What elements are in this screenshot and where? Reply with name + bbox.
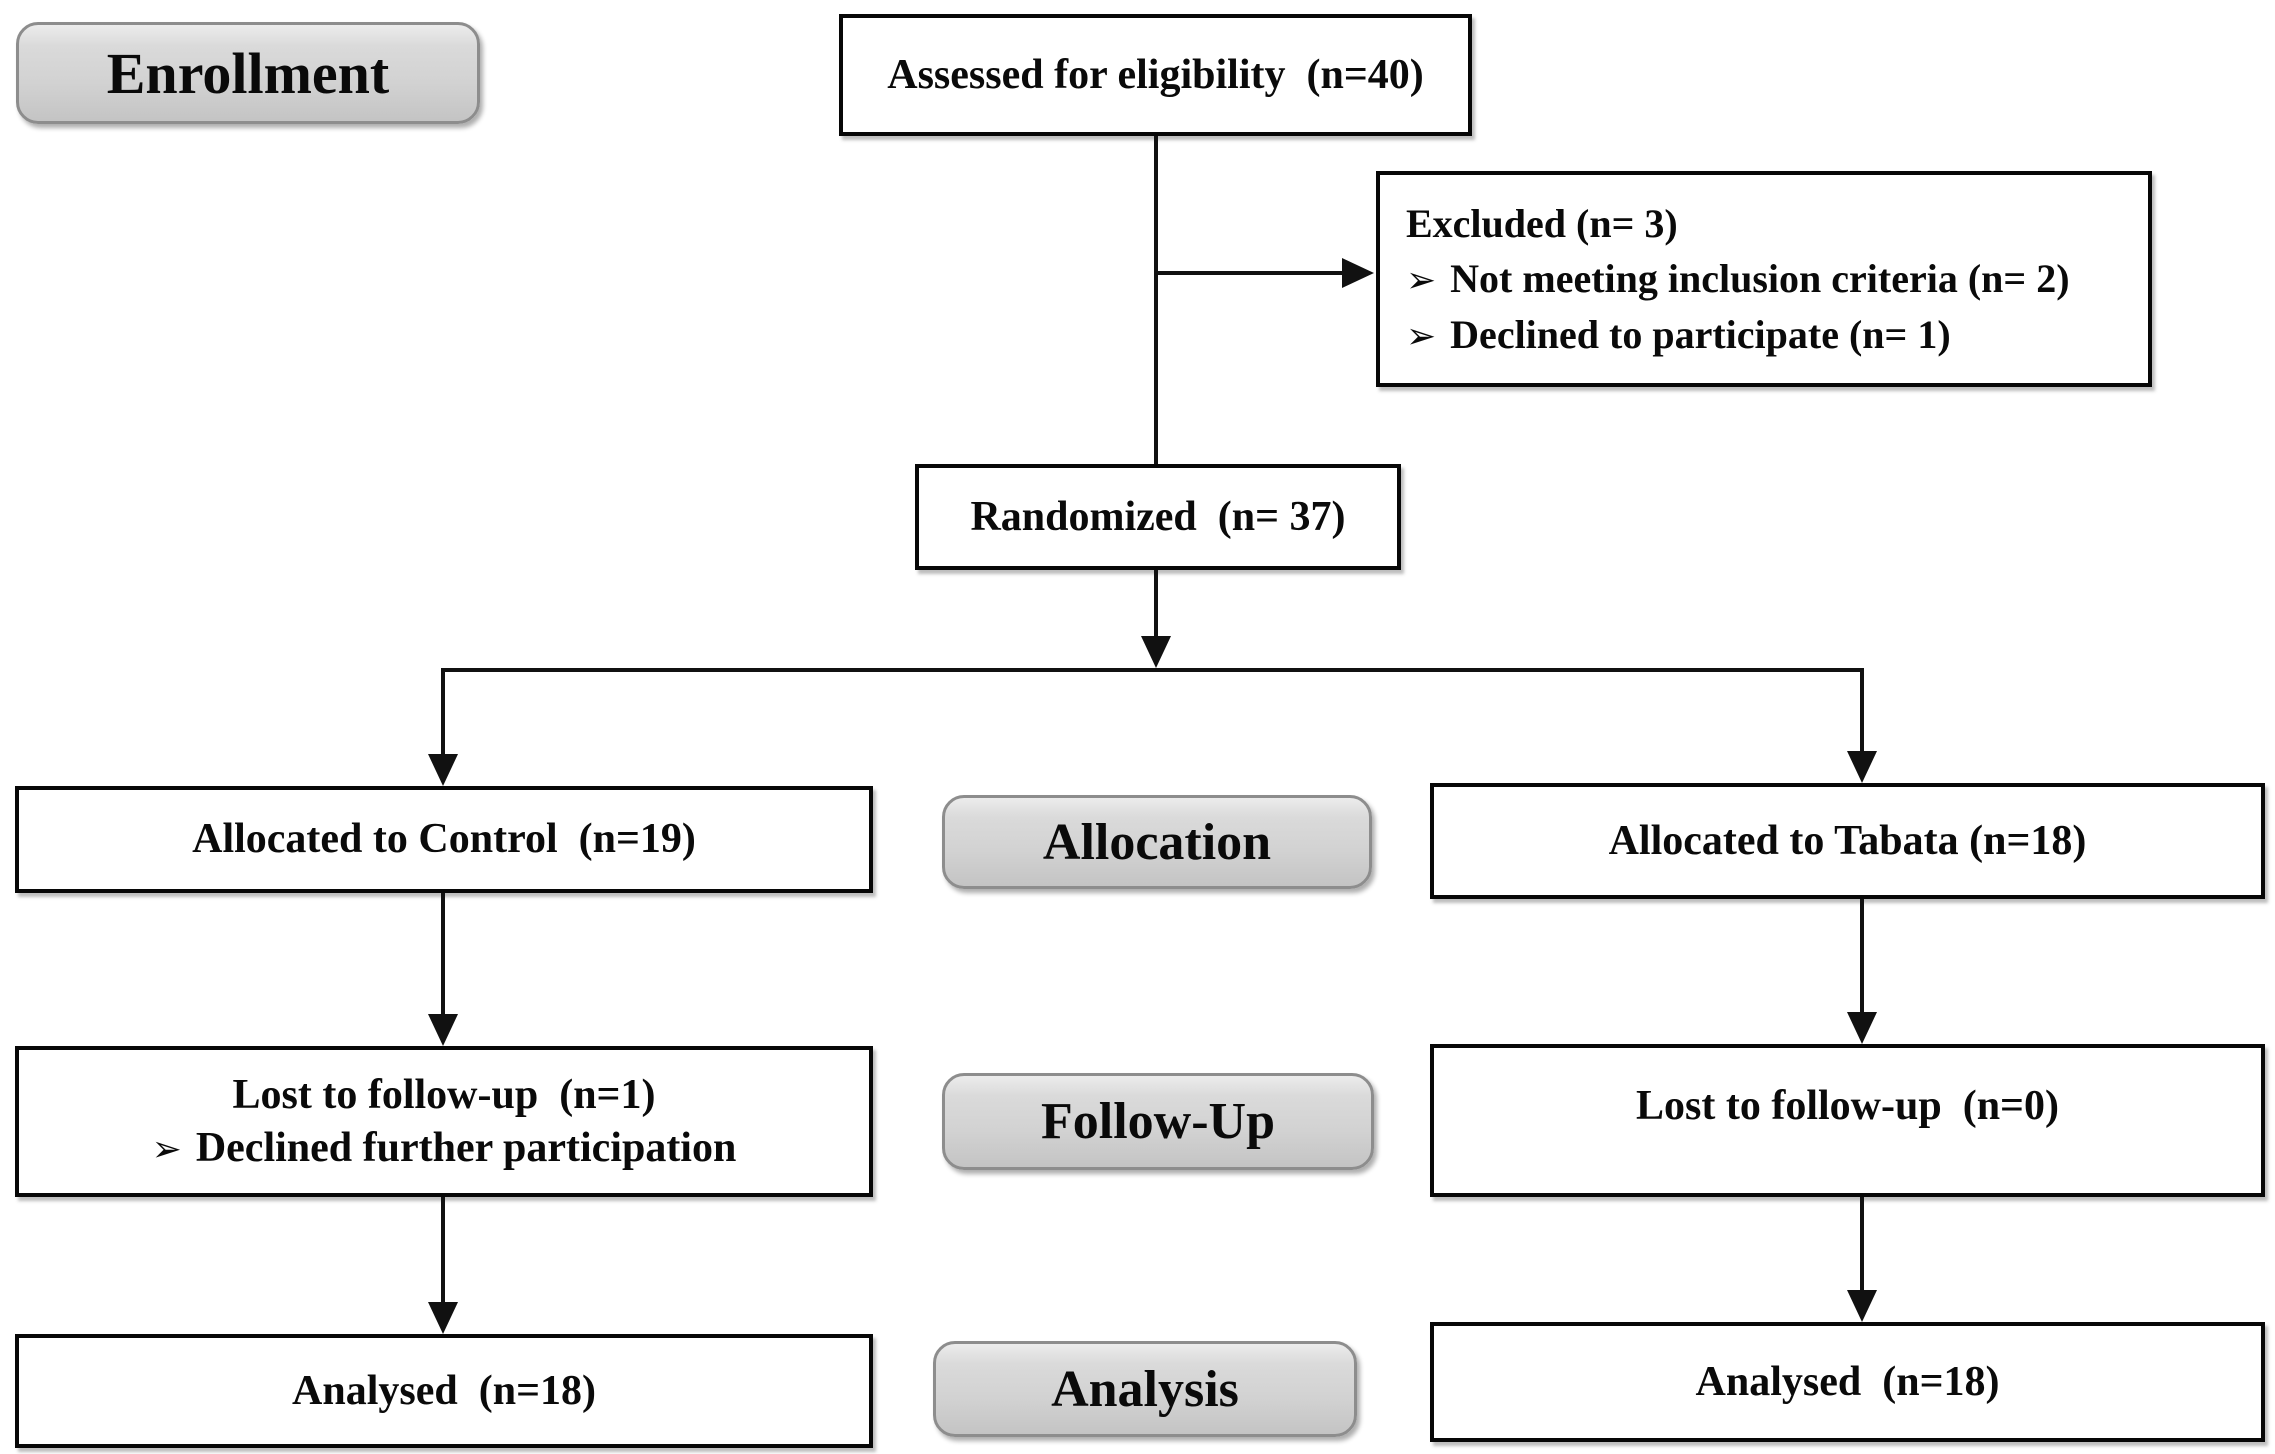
connector-control-followup bbox=[441, 893, 445, 1014]
connector-split-tabata bbox=[1860, 668, 1864, 751]
excluded-bullet-1-text: Not meeting inclusion criteria (n= 2) bbox=[1450, 256, 2070, 302]
lost-followup-control-box: Lost to follow-up (n=1) ➢ Declined furthe… bbox=[15, 1046, 873, 1197]
analysed-tabata-box: Analysed (n=18) bbox=[1430, 1322, 2265, 1442]
excluded-bullet-2-text: Declined to participate (n= 1) bbox=[1450, 311, 1951, 357]
connector-tabata-followup bbox=[1860, 899, 1864, 1012]
assessed-eligibility-box: Assessed for eligibility (n=40) bbox=[839, 14, 1472, 136]
randomized-box: Randomized (n= 37) bbox=[915, 464, 1401, 570]
arrowhead-excluded-icon bbox=[1342, 258, 1374, 288]
arrowhead-allocated-tabata-icon bbox=[1847, 751, 1877, 783]
connector-split-control bbox=[441, 668, 445, 754]
arrowhead-allocated-control-icon bbox=[428, 754, 458, 786]
allocated-tabata-box: Allocated to Tabata (n=18) bbox=[1430, 783, 2265, 899]
followup-stage-badge: Follow-Up bbox=[942, 1073, 1374, 1170]
assessed-eligibility-text: Assessed for eligibility (n=40) bbox=[887, 51, 1424, 98]
lost-followup-control-line1: Lost to follow-up (n=1) bbox=[232, 1072, 656, 1118]
allocated-tabata-text: Allocated to Tabata (n=18) bbox=[1608, 817, 2087, 864]
allocated-control-box: Allocated to Control (n=19) bbox=[15, 786, 873, 893]
excluded-title: Excluded (n= 3) bbox=[1406, 201, 1678, 247]
randomized-text: Randomized (n= 37) bbox=[970, 493, 1346, 540]
arrowhead-followup-tabata-icon bbox=[1847, 1012, 1877, 1044]
lost-followup-control-bullet-line: ➢ Declined further participation bbox=[152, 1122, 737, 1175]
excluded-bullet-line-1: ➢ Not meeting inclusion criteria (n= 2) bbox=[1406, 251, 2070, 306]
arrowhead-analysed-control-icon bbox=[428, 1302, 458, 1334]
excluded-box: Excluded (n= 3) ➢ Not meeting inclusion c… bbox=[1376, 171, 2152, 387]
connector-followup-analysis-control bbox=[441, 1197, 445, 1302]
enrollment-stage-label: Enrollment bbox=[106, 40, 390, 106]
split-bar bbox=[442, 668, 1864, 672]
bullet-arrow-icon: ➢ bbox=[1406, 260, 1437, 302]
analysis-stage-badge: Analysis bbox=[933, 1341, 1357, 1437]
connector-to-excluded bbox=[1156, 271, 1344, 275]
enrollment-stage-badge: Enrollment bbox=[16, 22, 480, 124]
bullet-arrow-icon: ➢ bbox=[151, 1128, 182, 1170]
lost-followup-tabata-text: Lost to follow-up (n=0) bbox=[1636, 1083, 2059, 1130]
bullet-arrow-icon: ➢ bbox=[1406, 315, 1437, 357]
connector-assessed-randomized bbox=[1154, 136, 1158, 464]
lost-followup-control-bullet-text: Declined further participation bbox=[195, 1124, 737, 1171]
analysed-control-text: Analysed (n=18) bbox=[292, 1367, 596, 1414]
followup-stage-label: Follow-Up bbox=[1041, 1093, 1275, 1150]
arrowhead-split-icon bbox=[1141, 636, 1171, 668]
connector-randomized-split bbox=[1154, 570, 1158, 636]
lost-followup-tabata-box: Lost to follow-up (n=0) bbox=[1430, 1044, 2265, 1197]
allocated-control-text: Allocated to Control (n=19) bbox=[192, 816, 696, 863]
arrowhead-followup-control-icon bbox=[428, 1014, 458, 1046]
excluded-bullet-line-2: ➢ Declined to participate (n= 1) bbox=[1406, 307, 1951, 362]
analysed-tabata-text: Analysed (n=18) bbox=[1695, 1358, 2000, 1405]
analysis-stage-label: Analysis bbox=[1051, 1360, 1239, 1418]
connector-followup-analysis-tabata bbox=[1860, 1197, 1864, 1290]
analysed-control-box: Analysed (n=18) bbox=[15, 1334, 873, 1448]
arrowhead-analysed-tabata-icon bbox=[1847, 1290, 1877, 1322]
allocation-stage-label: Allocation bbox=[1042, 813, 1272, 871]
allocation-stage-badge: Allocation bbox=[942, 795, 1372, 889]
